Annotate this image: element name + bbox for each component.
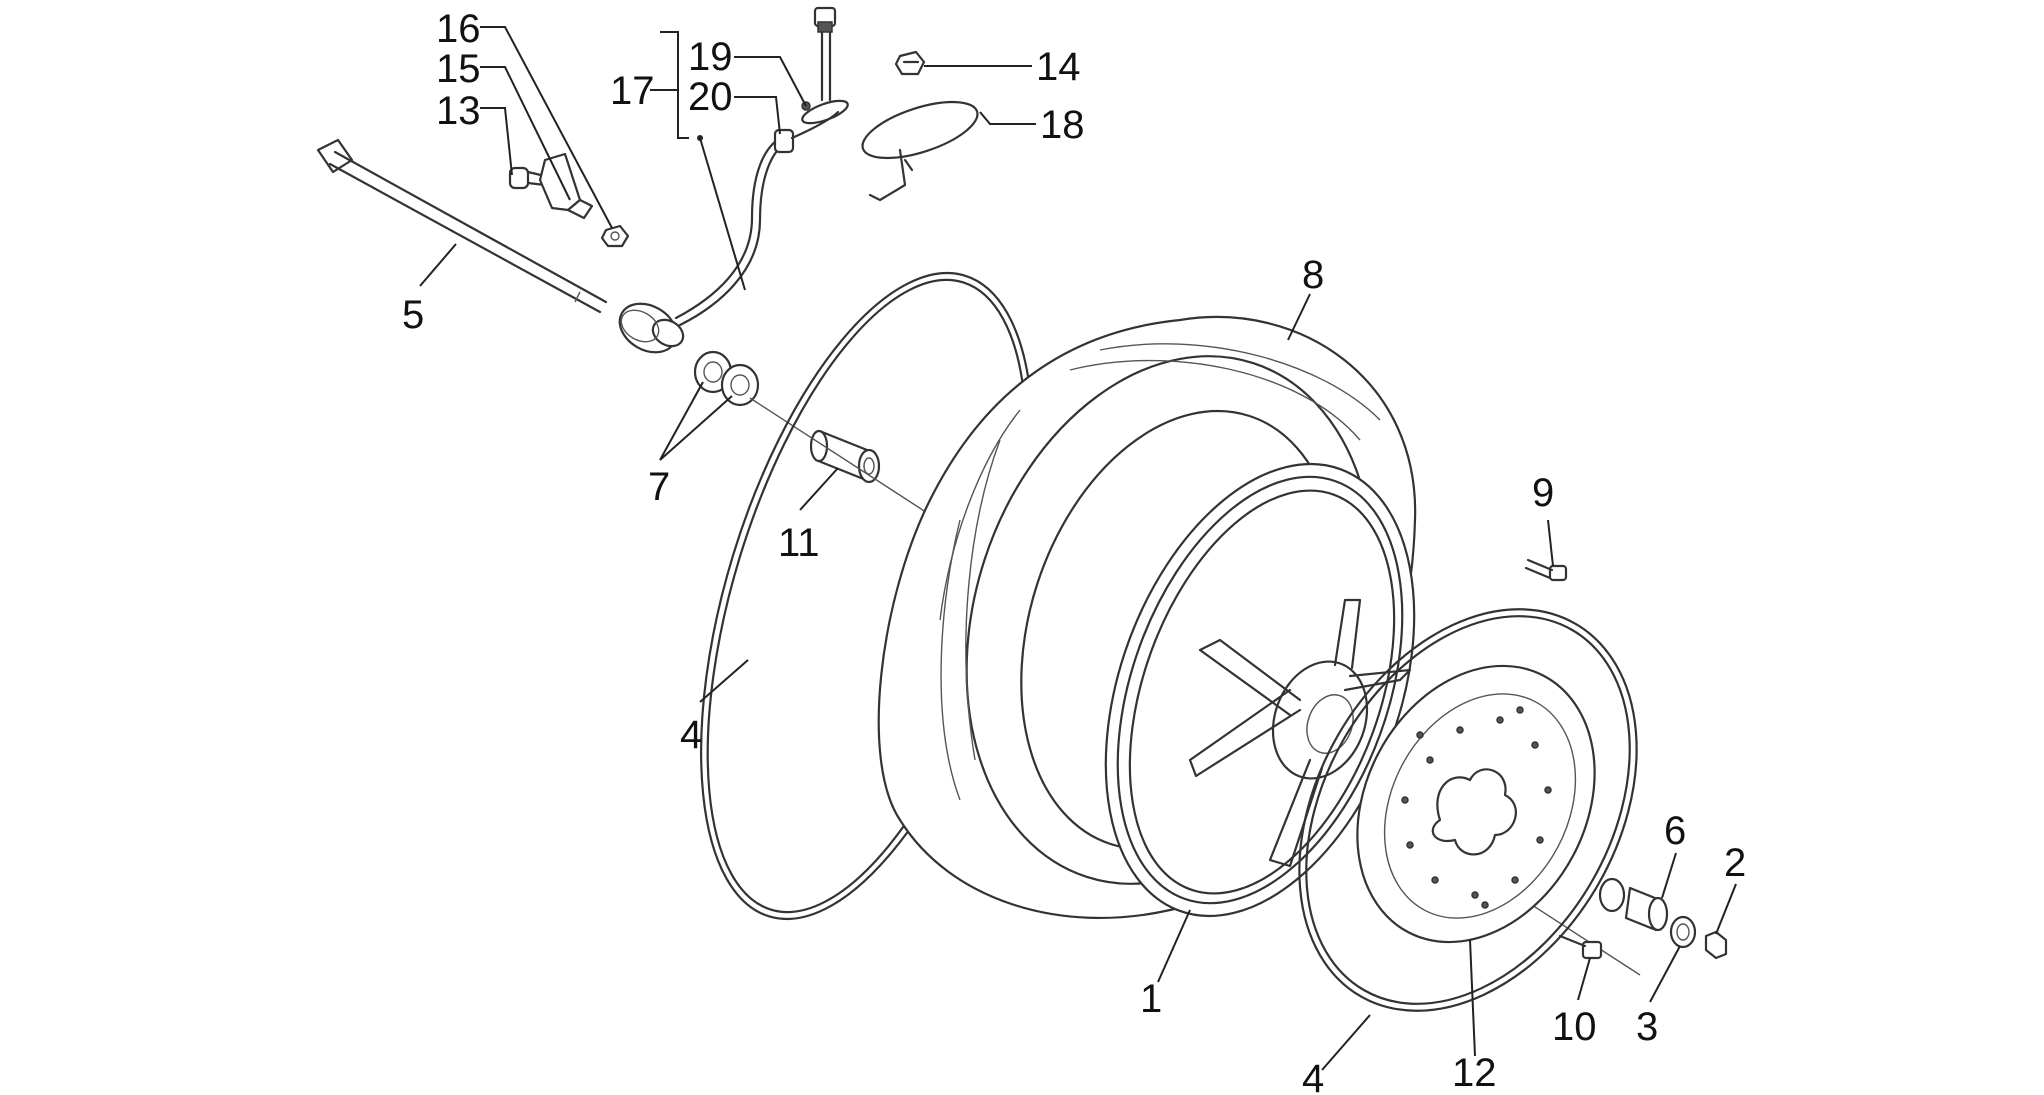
rim-part	[1104, 462, 1416, 918]
label-20: 20	[688, 75, 733, 119]
label-19: 19	[688, 35, 733, 79]
label-7: 7	[648, 465, 670, 509]
washer-part	[1669, 915, 1697, 949]
leader-lines	[419, 26, 1737, 1071]
label-4-right: 4	[1302, 1057, 1324, 1095]
speedometer-cable-part	[674, 6, 849, 327]
label-18: 18	[1040, 103, 1085, 147]
disc-bolt-part-lower	[1558, 934, 1603, 960]
nut-part	[600, 224, 630, 248]
label-1: 1	[1140, 977, 1162, 1021]
label-3: 3	[1636, 1005, 1658, 1049]
o-ring-part-right	[1298, 608, 1638, 1012]
axle-part	[316, 138, 608, 314]
bracket-part	[538, 152, 594, 220]
disc-bolt-part-upper	[1524, 558, 1568, 582]
label-13: 13	[436, 89, 481, 133]
bearing-part-right	[720, 363, 760, 407]
label-4-left: 4	[680, 713, 702, 757]
label-6: 6	[1664, 809, 1686, 853]
label-12: 12	[1452, 1051, 1497, 1095]
hub-bearing-part	[1598, 877, 1669, 932]
label-8: 8	[1302, 253, 1324, 297]
label-2: 2	[1724, 841, 1746, 885]
label-16: 16	[436, 7, 481, 51]
part-labels: 16 15 13 17 19 20 14 18 5 7 11 8 9 4 1 1…	[402, 7, 1746, 1095]
clip-part	[894, 50, 926, 76]
label-15: 15	[436, 47, 481, 91]
label-11: 11	[778, 521, 820, 565]
brake-disc-part	[1356, 664, 1596, 944]
label-9: 9	[1532, 471, 1554, 515]
label-5: 5	[402, 293, 424, 337]
wire-ring-part	[861, 100, 979, 202]
axle-nut-part	[1704, 930, 1728, 960]
speedometer-drive-part	[618, 302, 685, 354]
label-10: 10	[1552, 1005, 1597, 1049]
label-17: 17	[610, 69, 655, 113]
label-14: 14	[1036, 45, 1081, 89]
